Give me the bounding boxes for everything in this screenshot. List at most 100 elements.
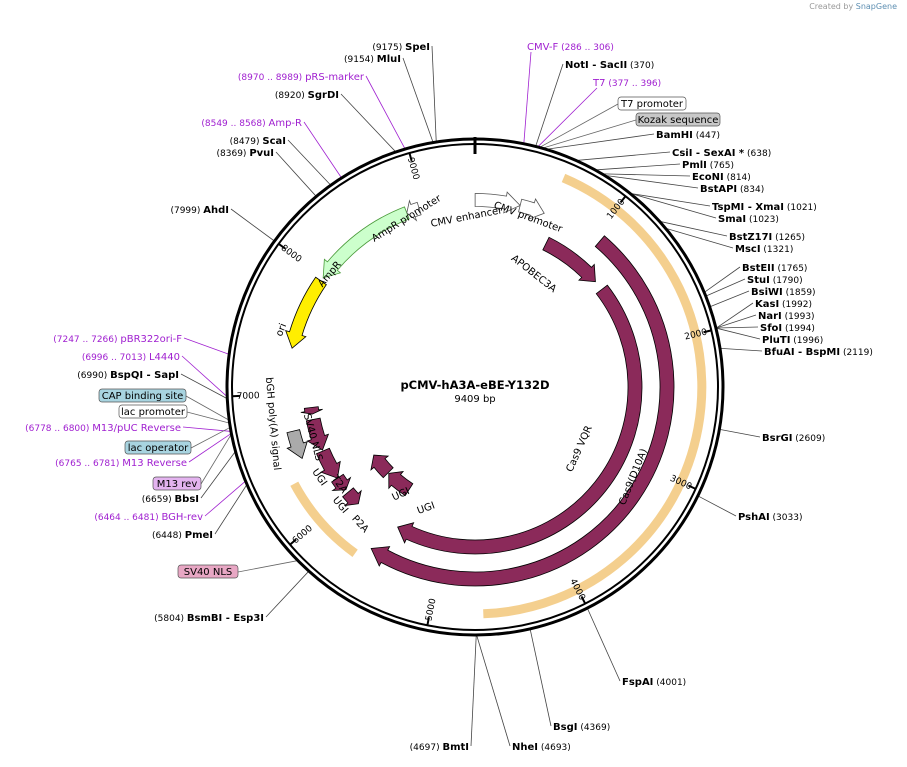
label-box — [118, 404, 188, 419]
site-label-pmli[interactable]: PmlI (765) — [682, 160, 734, 171]
site-label-sgrdi[interactable]: (8920) SgrDI — [275, 90, 339, 101]
boxed-label-lac-operator[interactable]: lac operator — [124, 440, 192, 455]
site-name: MluI — [377, 54, 401, 65]
feature-p2a-7[interactable] — [342, 487, 362, 507]
label-text: lac operator — [128, 443, 189, 454]
feature-cmv-enhancer-0[interactable] — [474, 191, 521, 214]
site-position: (1321) — [761, 245, 794, 255]
site-label-m13-reverse[interactable]: (6765 .. 6781) M13 Reverse — [55, 458, 187, 469]
site-name: BstAPI — [700, 184, 737, 195]
feature-cas9-vqr-3[interactable] — [397, 284, 643, 555]
leader-sgrdi-3 — [340, 93, 396, 152]
site-label-econi[interactable]: EcoNI (814) — [692, 172, 751, 183]
feature-cas9-d10a-4[interactable] — [370, 235, 675, 587]
site-position: (5804) — [154, 614, 187, 624]
feature-label-cas9-vqr-8: Cas9 VQR — [565, 424, 595, 474]
site-name: StuI — [747, 275, 770, 286]
label-box — [152, 476, 202, 491]
site-label-kasi[interactable]: KasI (1992) — [755, 299, 812, 310]
boxed-label-kozak-sequence[interactable]: Kozak sequence — [635, 112, 721, 127]
site-label-pshai[interactable]: PshAI (3033) — [738, 512, 802, 523]
site-label-sfoi[interactable]: SfoI (1994) — [760, 323, 815, 334]
site-label-bspqi-sapi[interactable]: (6990) BspQI - SapI — [77, 370, 179, 381]
site-label-bstz17i[interactable]: BstZ17I (1265) — [729, 232, 805, 243]
site-label-ahdi[interactable]: (7999) AhdI — [170, 205, 229, 216]
boxed-label-lac-promoter[interactable]: lac promoter — [118, 404, 188, 419]
boxed-label-cap-binding-site[interactable]: CAP binding site — [98, 388, 187, 403]
feature-apobec3a-2[interactable] — [542, 236, 596, 283]
site-position: (3033) — [770, 513, 803, 523]
site-label-msci[interactable]: MscI (1321) — [735, 244, 793, 255]
site-position: (4693) — [538, 743, 571, 753]
site-label-mlui[interactable]: (9154) MluI — [344, 54, 401, 65]
leader-box-sv40-nls — [237, 560, 297, 573]
site-name: MscI — [735, 244, 761, 255]
site-position: (1993) — [782, 312, 815, 322]
site-position: (6659) — [142, 495, 175, 505]
site-label-bsiwi[interactable]: BsiWI (1859) — [751, 287, 816, 298]
site-label-amp-r[interactable]: (8549 .. 8568) Amp-R — [201, 118, 302, 129]
plasmid-name: pCMV-hA3A-eBE-Y132D — [400, 378, 549, 392]
site-label-bmti[interactable]: (4697) BmtI — [410, 742, 469, 753]
site-label-scai[interactable]: (8479) ScaI — [230, 136, 286, 147]
feature-ugi-4-10[interactable] — [305, 417, 330, 451]
feature-label-apobec3a-4: APOBEC3A — [509, 253, 559, 295]
feature-ugi-1-5[interactable] — [388, 471, 414, 497]
site-label-bsmbi-esp3i[interactable]: (5804) BsmBI - Esp3I — [154, 613, 264, 624]
site-label-nari[interactable]: NarI (1993) — [758, 311, 815, 322]
site-name: L4440 — [149, 352, 180, 363]
label-text: M13 rev — [157, 479, 198, 490]
site-label-pluti[interactable]: PluTI (1996) — [762, 335, 823, 346]
site-name: NotI - SacII — [565, 60, 627, 71]
site-label-smai[interactable]: SmaI (1023) — [718, 214, 779, 225]
site-label-nhei[interactable]: NheI (4693) — [512, 742, 571, 753]
site-label-prs-marker[interactable]: (8970 .. 8989) pRS-marker — [238, 72, 365, 83]
tick-label-9000: 9000 — [405, 156, 421, 181]
site-position: (1859) — [783, 288, 816, 298]
leader-mlui-1 — [402, 57, 434, 142]
feature-ampr-14[interactable] — [322, 206, 410, 279]
site-label-pbr322ori-f[interactable]: (7247 .. 7266) pBR322ori-F — [53, 334, 182, 345]
site-label-pvui[interactable]: (8369) PvuI — [217, 148, 274, 159]
tick-label-7000: 7000 — [237, 391, 261, 402]
site-label-csii-sexai[interactable]: CsiI - SexAI * (638) — [672, 148, 771, 159]
site-label-fspai[interactable]: FspAI (4001) — [622, 677, 686, 688]
site-label-bsteii[interactable]: BstEII (1765) — [742, 263, 807, 274]
site-name: BsmBI - Esp3I — [187, 613, 264, 624]
site-label-bamhi[interactable]: BamHI (447) — [656, 130, 720, 141]
label-text: T7 promoter — [620, 99, 684, 110]
site-label-spei[interactable]: (9175) SpeI — [372, 42, 430, 53]
site-label-bbsi[interactable]: (6659) BbsI — [142, 494, 199, 505]
feature-cmv-promoter-1[interactable] — [518, 198, 545, 220]
site-position: (2119) — [840, 348, 873, 358]
boxed-label-t7-promoter[interactable]: T7 promoter — [617, 96, 687, 111]
site-name: EcoNI — [692, 172, 724, 183]
primer-label-cmv-f[interactable]: CMV-F (286 .. 306) — [527, 42, 614, 53]
feature-ugi-2-6[interactable] — [370, 454, 394, 479]
label-text: SV40 NLS — [184, 567, 233, 578]
feature-label-cmv-enhancer-1: CMV enhancer — [430, 205, 504, 230]
site-label-noti-sacii[interactable]: NotI - SacII (370) — [565, 60, 654, 71]
feature-ampr-promoter-15[interactable] — [406, 199, 422, 222]
leader-nhei-18 — [476, 635, 511, 747]
site-position: (6448) — [152, 531, 185, 541]
feature-ugi-3-9[interactable] — [315, 447, 341, 479]
primer-name: T7 — [592, 78, 605, 89]
primer-label-t7[interactable]: T7 (377 .. 396) — [592, 78, 661, 89]
boxed-label-sv40-nls[interactable]: SV40 NLS — [177, 564, 239, 579]
site-label-bgh-rev[interactable]: (6464 .. 6481) BGH-rev — [94, 512, 203, 523]
site-name: PmlI — [682, 160, 707, 171]
feature-ori-13[interactable] — [285, 276, 327, 349]
site-label-l4440[interactable]: (6996 .. 7013) L4440 — [82, 352, 180, 363]
site-label-tspmi-xmai[interactable]: TspMI - XmaI (1021) — [712, 202, 817, 213]
feature-sv40-nls-11[interactable] — [300, 406, 323, 415]
site-label-m13-puc-reverse[interactable]: (6778 .. 6800) M13/pUC Reverse — [25, 423, 181, 434]
feature-bgh-poly-a-signal-12[interactable] — [286, 429, 308, 460]
site-label-bfuai-bspmi[interactable]: BfuAI - BspMI (2119) — [764, 347, 873, 358]
site-label-bsgi[interactable]: BsgI (4369) — [553, 722, 610, 733]
site-label-stui[interactable]: StuI (1790) — [747, 275, 803, 286]
site-label-pmei[interactable]: (6448) PmeI — [152, 530, 213, 541]
boxed-label-m13-rev[interactable]: M13 rev — [152, 476, 202, 491]
site-label-bstapi[interactable]: BstAPI (834) — [700, 184, 764, 195]
site-label-bsrgi[interactable]: BsrGI (2609) — [762, 433, 825, 444]
